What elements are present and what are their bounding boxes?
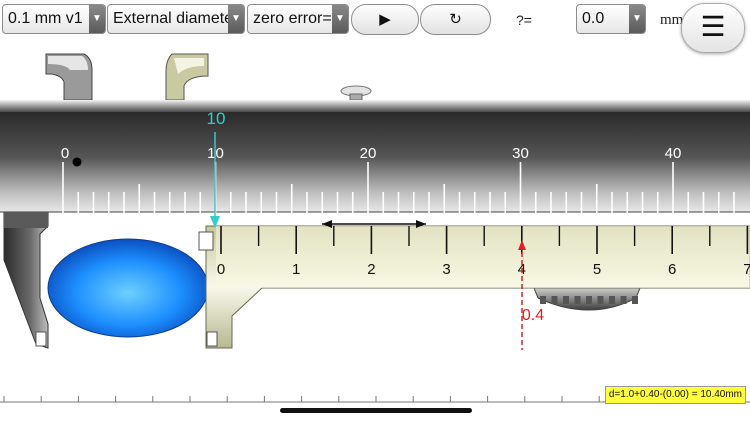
main-beam bbox=[0, 112, 750, 212]
upper-sliding-jaw bbox=[165, 53, 209, 101]
wheel-tooth bbox=[551, 296, 558, 304]
measurement-readout: d=1.0+0.40-(0.00) = 10.40mm bbox=[604, 386, 746, 404]
top-rail bbox=[0, 100, 750, 112]
drag-arrow-icon[interactable] bbox=[322, 220, 426, 228]
vernier-coincidence-marker: 0.4 bbox=[518, 240, 544, 350]
wheel-tooth bbox=[597, 296, 604, 304]
chevron-down-icon: ▼ bbox=[629, 5, 645, 33]
play-button[interactable]: ▶ bbox=[351, 4, 419, 35]
menu-button[interactable]: ☰ bbox=[681, 3, 745, 53]
wheel-tooth bbox=[632, 296, 638, 304]
vernier-scale-label: 2 bbox=[367, 261, 375, 278]
scale-dot bbox=[72, 157, 82, 167]
reset-button[interactable]: ↻ bbox=[420, 4, 491, 35]
precision-select-value: 0.1 mm v1 bbox=[8, 10, 83, 27]
main-scale-label: 0 bbox=[61, 145, 69, 162]
lower-fixed-jaw bbox=[3, 211, 49, 349]
zero-error-select-value: zero error= bbox=[253, 10, 332, 27]
wheel-tooth bbox=[540, 296, 546, 304]
mode-select[interactable]: External diameter ▼ bbox=[107, 4, 245, 34]
vernier-scale-label: 0 bbox=[217, 261, 225, 278]
main-reading-marker: 10 bbox=[207, 109, 226, 228]
main-scale-ticks bbox=[62, 162, 735, 224]
lock-screw[interactable] bbox=[340, 85, 372, 101]
vernier-scale-label: 7 bbox=[743, 261, 750, 278]
vernier-reading-label: 0.4 bbox=[522, 307, 544, 324]
home-indicator[interactable] bbox=[280, 408, 472, 413]
vernier-scale-label: 1 bbox=[292, 261, 300, 278]
main-scale-label: 20 bbox=[360, 145, 377, 162]
main-reading-label: 10 bbox=[207, 109, 226, 128]
wheel-tooth bbox=[609, 296, 615, 304]
chevron-down-icon: ▼ bbox=[332, 5, 348, 33]
wheel-tooth bbox=[620, 296, 627, 304]
toolbar: 0.1 mm v1 ▼ External diameter ▼ zero err… bbox=[0, 0, 750, 53]
vernier-scale-label: 5 bbox=[593, 261, 601, 278]
chevron-down-icon: ▼ bbox=[89, 5, 105, 33]
main-scale-label: 40 bbox=[665, 145, 682, 162]
upper-fixed-jaw bbox=[45, 53, 93, 101]
vernier-scale-label: 6 bbox=[668, 261, 676, 278]
precision-select[interactable]: 0.1 mm v1 ▼ bbox=[2, 4, 106, 34]
answer-label: ?= bbox=[516, 12, 532, 28]
vernier-scale-label: 3 bbox=[442, 261, 450, 278]
measured-object[interactable] bbox=[47, 238, 209, 338]
answer-select-value: 0.0 bbox=[582, 10, 605, 27]
wheel-tooth bbox=[586, 296, 592, 304]
wheel-tooth bbox=[563, 296, 569, 304]
main-scale-label: 30 bbox=[512, 145, 529, 162]
slider-tab-lower bbox=[206, 331, 218, 347]
answer-select[interactable]: 0.0 ▼ bbox=[576, 4, 646, 34]
unit-label: mm bbox=[660, 12, 684, 28]
slider-tab-upper bbox=[198, 231, 214, 251]
chevron-down-icon: ▼ bbox=[228, 5, 244, 33]
wheel-tooth bbox=[574, 296, 581, 304]
vernier-window bbox=[216, 226, 750, 288]
jaw-tab-left bbox=[35, 331, 47, 347]
zero-error-select[interactable]: zero error= ▼ bbox=[247, 4, 349, 34]
mode-select-value: External diameter bbox=[113, 10, 239, 27]
